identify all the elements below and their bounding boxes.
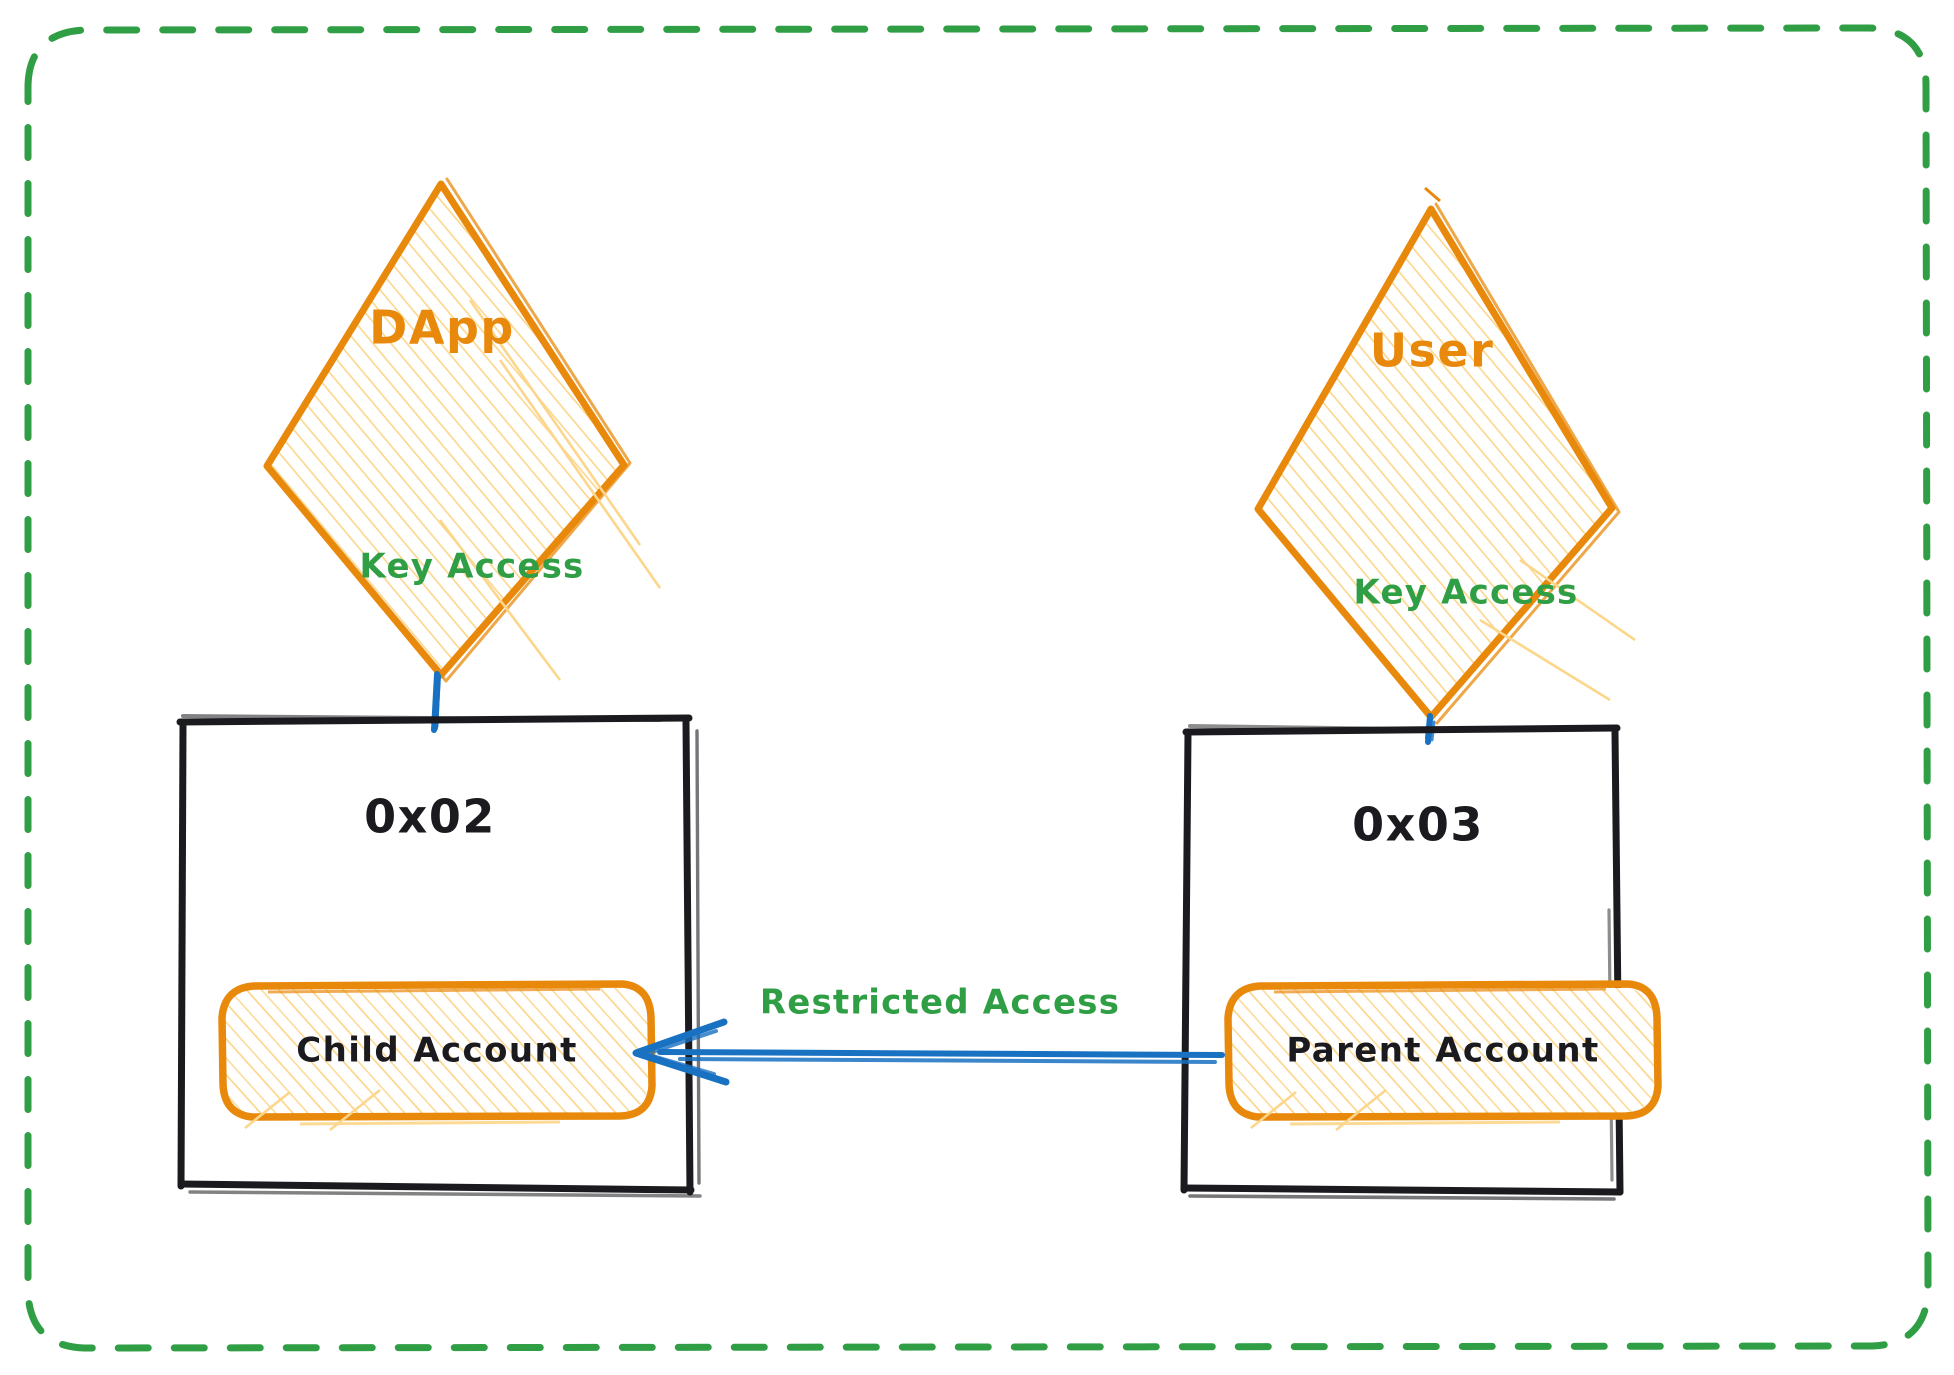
child-account-box[interactable]: 0x02	[176, 714, 702, 1198]
edge-label-key-access-user: Key Access	[1354, 573, 1579, 613]
dapp-label: DApp	[369, 301, 515, 355]
child-box-address: 0x02	[364, 790, 496, 844]
edge-label-key-access-dapp: Key Access	[360, 547, 585, 587]
wallet-boundary	[24, 24, 1932, 1352]
edge-dapp-to-child[interactable]: Key Access	[360, 547, 585, 731]
edge-label-restricted-access: Restricted Access	[760, 983, 1120, 1023]
parent-account-box[interactable]: 0x03	[1180, 724, 1624, 1201]
user-node[interactable]: User	[1254, 186, 1636, 725]
parent-box-address: 0x03	[1352, 798, 1484, 852]
child-account-label: Child Account	[296, 1031, 577, 1071]
user-label: User	[1370, 324, 1495, 378]
parent-account-label: Parent Account	[1286, 1031, 1599, 1071]
dapp-node[interactable]: DApp	[263, 177, 662, 683]
parent-account-pill[interactable]: Parent Account	[1224, 980, 1662, 1132]
child-account-pill[interactable]: Child Account	[218, 980, 656, 1132]
edge-parent-to-child[interactable]: Restricted Access	[632, 983, 1225, 1086]
